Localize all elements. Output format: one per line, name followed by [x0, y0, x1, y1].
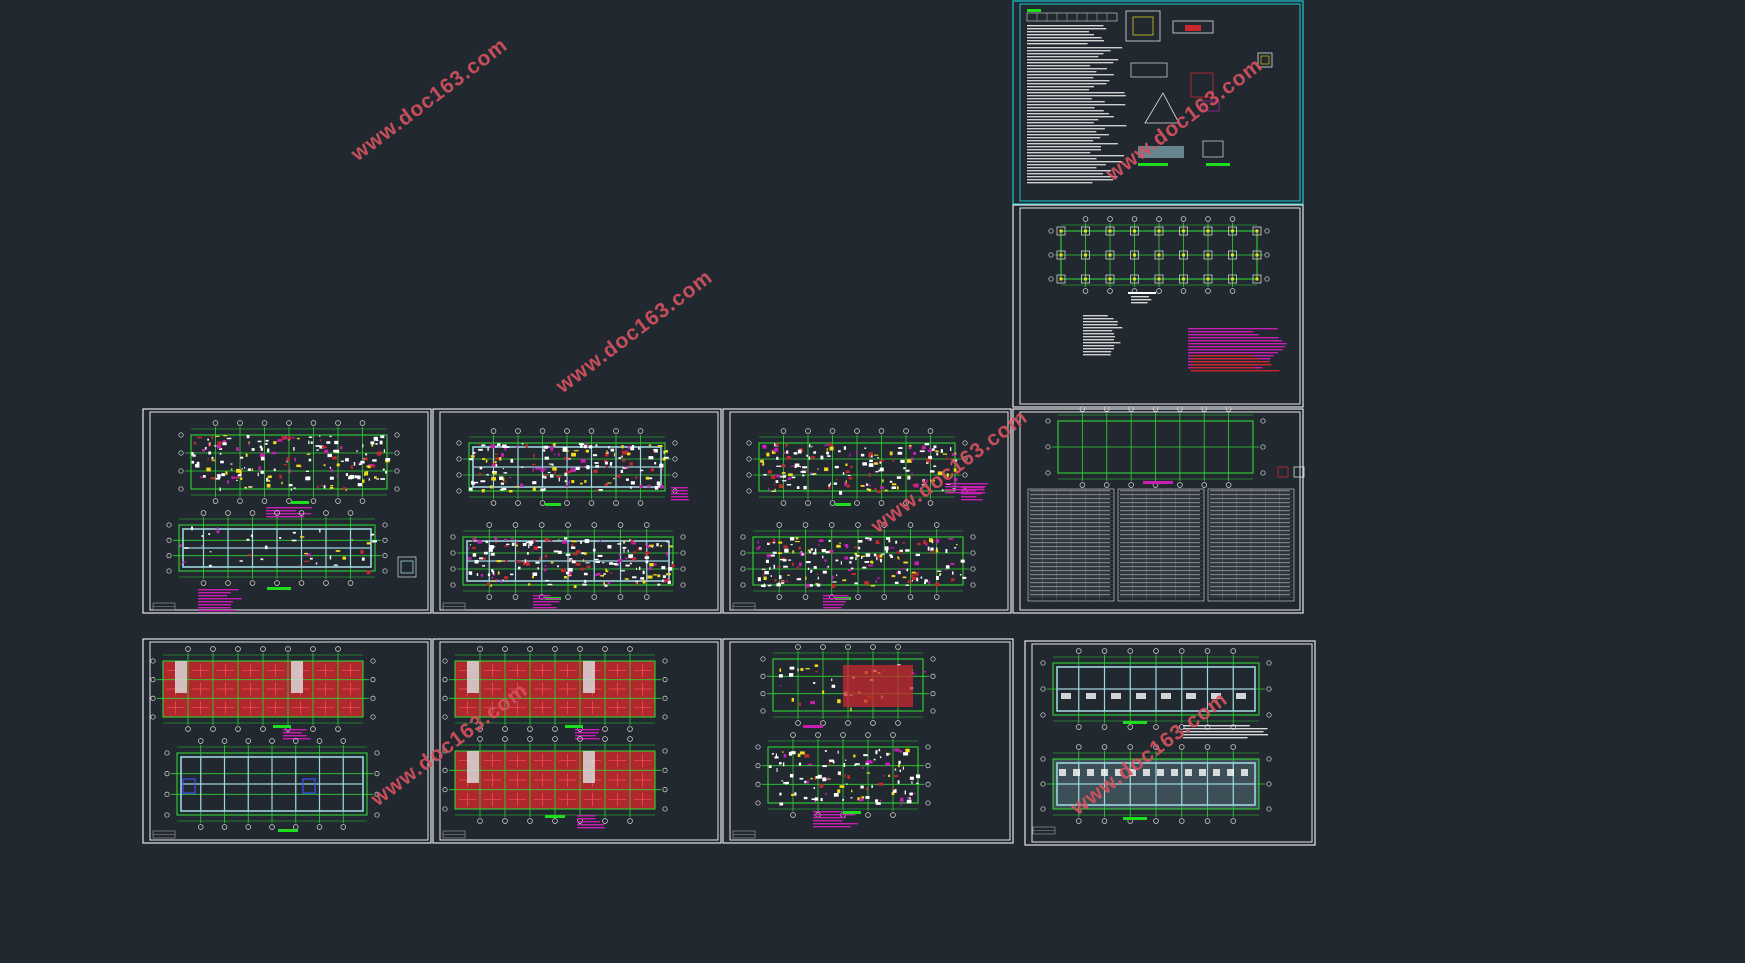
- drawing-sheet-5[interactable]: [722, 408, 1012, 614]
- drawing-sheets-layer: [142, 0, 1316, 846]
- drawing-sheet-2[interactable]: [1012, 204, 1304, 408]
- drawing-sheet-1[interactable]: [1012, 0, 1304, 205]
- drawing-sheet-4[interactable]: [432, 408, 722, 614]
- drawing-sheet-7[interactable]: [142, 638, 432, 844]
- drawing-sheet-3[interactable]: [142, 408, 432, 614]
- drawing-sheet-10[interactable]: [1024, 640, 1316, 846]
- drawing-sheet-8[interactable]: [432, 638, 722, 844]
- drawing-sheet-6[interactable]: [1012, 406, 1305, 614]
- drawing-sheet-9[interactable]: [722, 638, 1014, 844]
